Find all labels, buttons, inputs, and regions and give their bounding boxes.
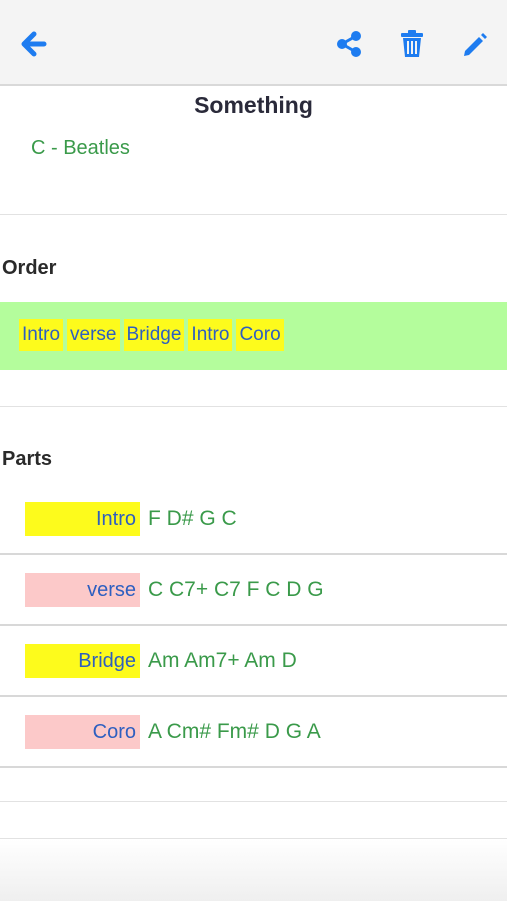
part-row-bridge[interactable]: Bridge Am Am7+ Am D	[0, 627, 507, 697]
pencil-icon	[464, 33, 487, 56]
part-chords: Am Am7+ Am D	[148, 649, 297, 672]
song-title: Something	[194, 92, 313, 118]
order-item[interactable]: Intro	[188, 319, 233, 351]
toolbar	[0, 0, 507, 86]
part-chords: C C7+ C7 F C D G	[148, 578, 324, 601]
row-separator	[0, 553, 507, 555]
part-chords: F D# G C	[148, 507, 237, 530]
song-subtitle: C - Beatles	[31, 137, 130, 159]
parts-heading: Parts	[2, 448, 53, 470]
row-separator	[0, 695, 507, 697]
divider	[0, 214, 507, 215]
back-button[interactable]	[12, 22, 56, 66]
divider	[0, 406, 507, 407]
edit-button[interactable]	[452, 22, 496, 66]
part-row-verse[interactable]: verse C C7+ C7 F C D G	[0, 556, 507, 626]
row-separator	[0, 766, 507, 768]
order-list: Intro verse Bridge Intro Coro	[19, 319, 284, 351]
part-label: Bridge	[25, 644, 140, 678]
bottom-bar	[0, 838, 507, 901]
part-label: Coro	[25, 715, 140, 749]
order-item[interactable]: Intro	[19, 319, 64, 351]
part-chords: A Cm# Fm# D G A	[148, 720, 321, 743]
back-arrow-icon	[21, 31, 47, 57]
part-row-intro[interactable]: Intro F D# G C	[0, 485, 507, 555]
order-item[interactable]: verse	[67, 319, 120, 351]
part-label: Intro	[25, 502, 140, 536]
delete-button[interactable]	[390, 22, 434, 66]
share-icon	[337, 31, 361, 57]
order-heading: Order	[2, 257, 57, 279]
divider	[0, 801, 507, 802]
trash-icon	[401, 30, 423, 57]
part-row-coro[interactable]: Coro A Cm# Fm# D G A	[0, 698, 507, 768]
order-item[interactable]: Coro	[236, 319, 284, 351]
part-label: verse	[25, 573, 140, 607]
order-item[interactable]: Bridge	[123, 319, 185, 351]
share-button[interactable]	[327, 22, 371, 66]
row-separator	[0, 624, 507, 626]
